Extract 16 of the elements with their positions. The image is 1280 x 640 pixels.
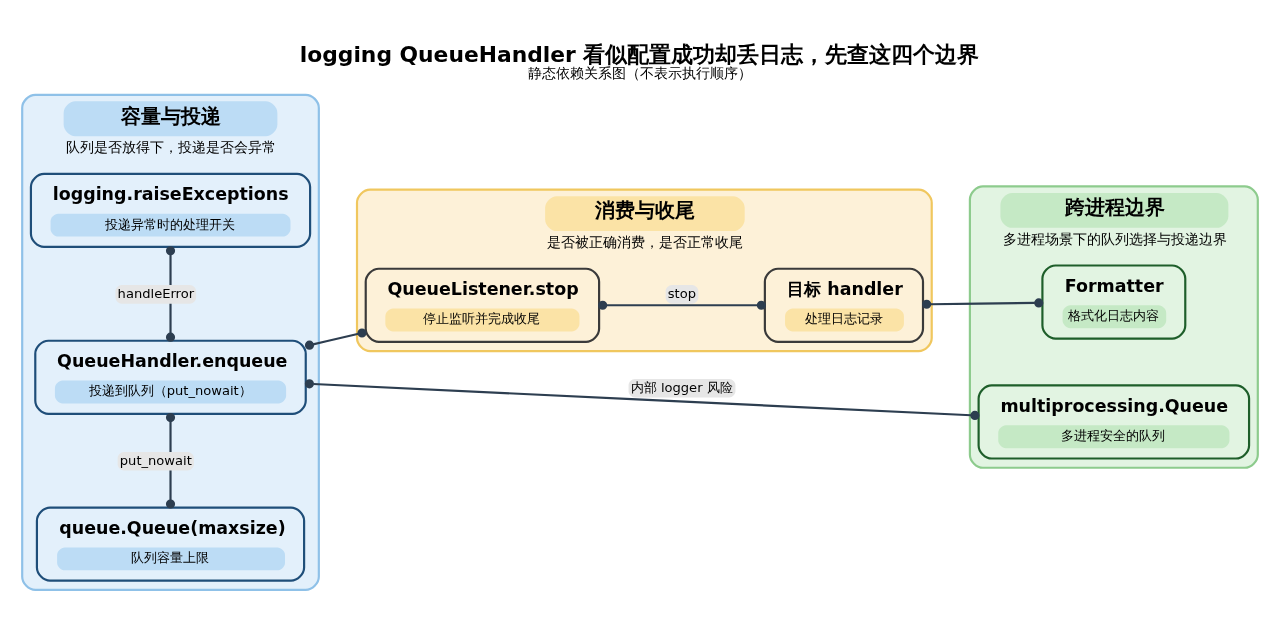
node-box: QueueListener.stop 停止监听并完成收尾 — [364, 267, 601, 343]
edge-label: put_nowait — [119, 452, 192, 468]
node-box: logging.raiseExceptions 投递异常时的处理开关 — [29, 172, 312, 248]
node-box: 目标 handler 处理日志记录 — [763, 267, 925, 343]
edge-label: handleError — [117, 285, 195, 301]
connector — [165, 246, 176, 342]
connector — [598, 300, 766, 310]
connector — [922, 298, 1044, 309]
node-box: multiprocessing.Queue 多进程安全的队列 — [977, 384, 1251, 460]
node-box: Formatter 格式化日志内容 — [1041, 264, 1187, 340]
connector — [304, 328, 367, 350]
node-box: queue.Queue(maxsize) 队列容量上限 — [35, 506, 306, 582]
edge-label: 内部 logger 风险 — [630, 379, 733, 395]
node-box: QueueHandler.enqueue 投递到队列（put_nowait） — [34, 339, 307, 415]
connector — [165, 413, 176, 509]
edge-label: stop — [667, 285, 697, 301]
